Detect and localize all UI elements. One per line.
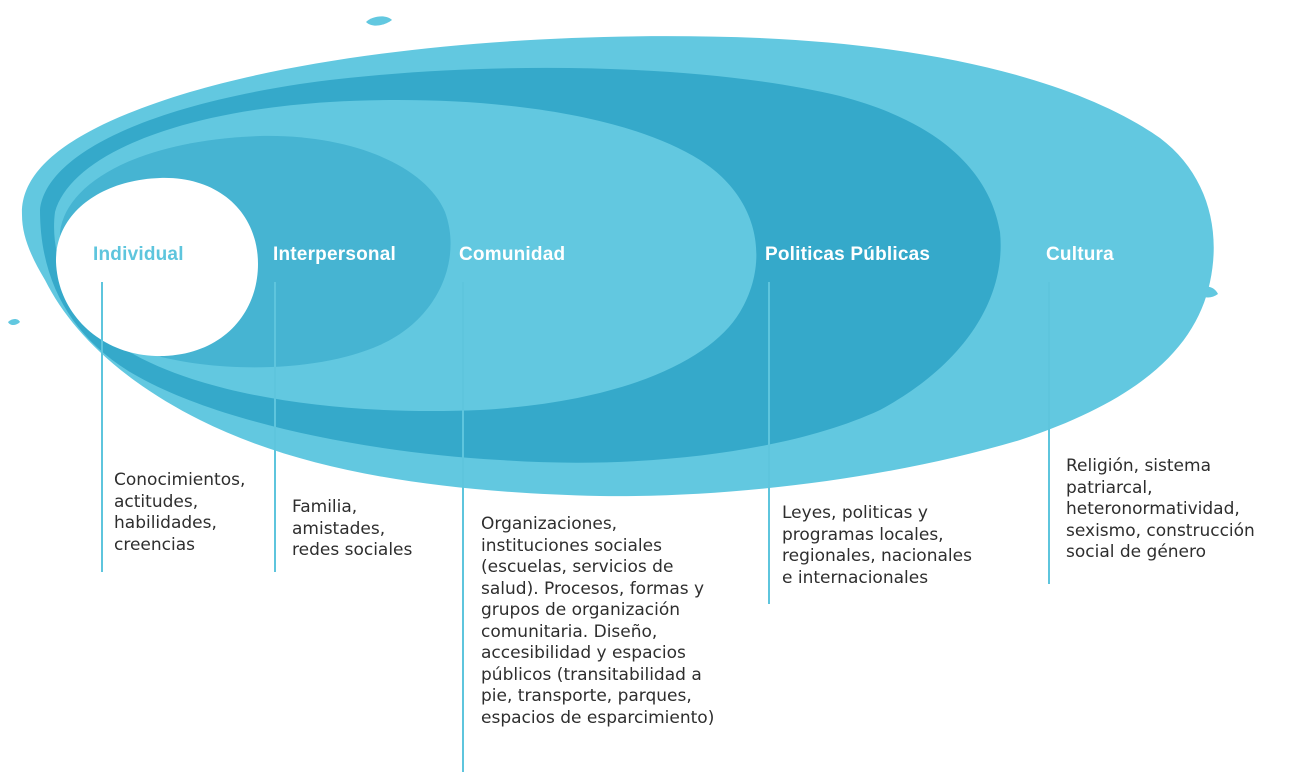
leader-line-cultura — [1048, 282, 1050, 584]
level-description-individual: Conocimientos, actitudes, habilidades, c… — [114, 470, 246, 555]
level-label-interpersonal: Interpersonal — [273, 244, 396, 265]
level-label-individual: Individual — [93, 244, 184, 265]
level-label-cultura: Cultura — [1046, 244, 1114, 265]
ring-individual — [55, 177, 258, 357]
level-label-politicas: Politicas Públicas — [765, 244, 931, 265]
level-description-comunidad: Organizaciones, instituciones sociales (… — [481, 514, 715, 728]
level-description-cultura: Religión, sistema patriarcal, heteronorm… — [1066, 456, 1255, 562]
level-label-comunidad: Comunidad — [459, 244, 566, 265]
leader-line-interpersonal — [274, 282, 276, 572]
leader-line-individual — [101, 282, 103, 572]
level-description-politicas: Leyes, politicas y programas locales, re… — [782, 503, 972, 588]
level-description-interpersonal: Familia, amistades, redes sociales — [292, 497, 413, 560]
leader-line-comunidad — [462, 282, 464, 772]
leader-line-politicas — [768, 282, 770, 604]
